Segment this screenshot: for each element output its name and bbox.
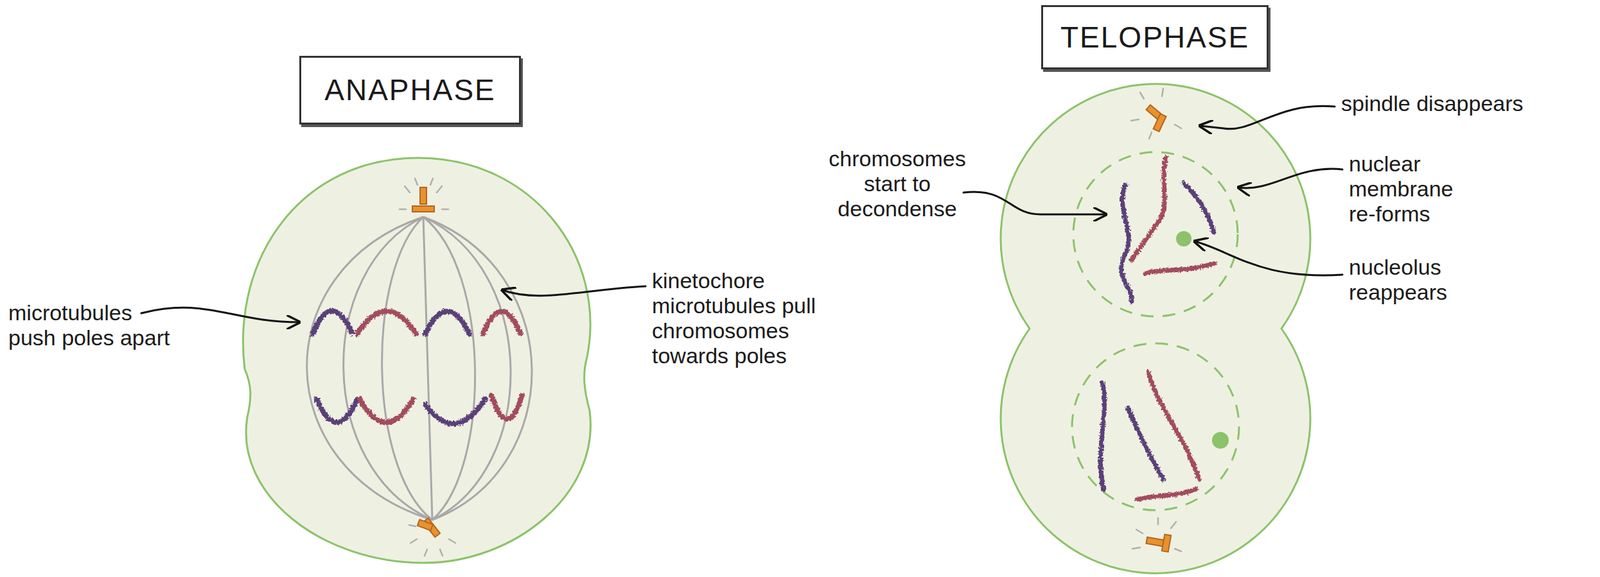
leader-line — [141, 307, 300, 323]
nucleolus — [1212, 432, 1229, 449]
leader-line — [963, 192, 1107, 215]
callout-label: spindle disappears — [1341, 91, 1554, 117]
leader-line — [1194, 241, 1343, 276]
nuclear-membrane — [1072, 343, 1240, 511]
phase-title-box: ANAPHASE — [299, 55, 521, 125]
telophase-cells — [1000, 84, 1311, 574]
telophase-top-pole — [1131, 88, 1182, 139]
anaphase-top-pole — [399, 178, 449, 212]
leader-line — [502, 286, 646, 297]
anaphase-chromosomes — [312, 310, 523, 424]
phase-title: TELOPHASE — [1060, 21, 1250, 54]
anaphase-cell — [242, 158, 591, 564]
callout-label: chromosomes start to decondense — [810, 146, 985, 222]
nucleolus — [1176, 231, 1192, 247]
leader-line — [1238, 168, 1343, 189]
callout-label: nuclear membrane re-forms — [1348, 151, 1478, 227]
nuclear-membrane — [1073, 152, 1238, 317]
phase-title-box: TELOPHASE — [1041, 5, 1269, 70]
anaphase-bottom-pole — [409, 518, 456, 557]
telophase-chromosomes — [1100, 158, 1215, 500]
leader-line — [1199, 105, 1335, 130]
callout-label: microtubules push poles apart — [8, 300, 181, 351]
spindle-fibers — [307, 217, 532, 521]
callout-label: nucleolus reappears — [1348, 254, 1478, 306]
phase-title: ANAPHASE — [324, 73, 496, 107]
callout-label: kinetochore microtubules pull chromosome… — [651, 268, 845, 369]
telophase-bottom-pole — [1132, 518, 1182, 553]
